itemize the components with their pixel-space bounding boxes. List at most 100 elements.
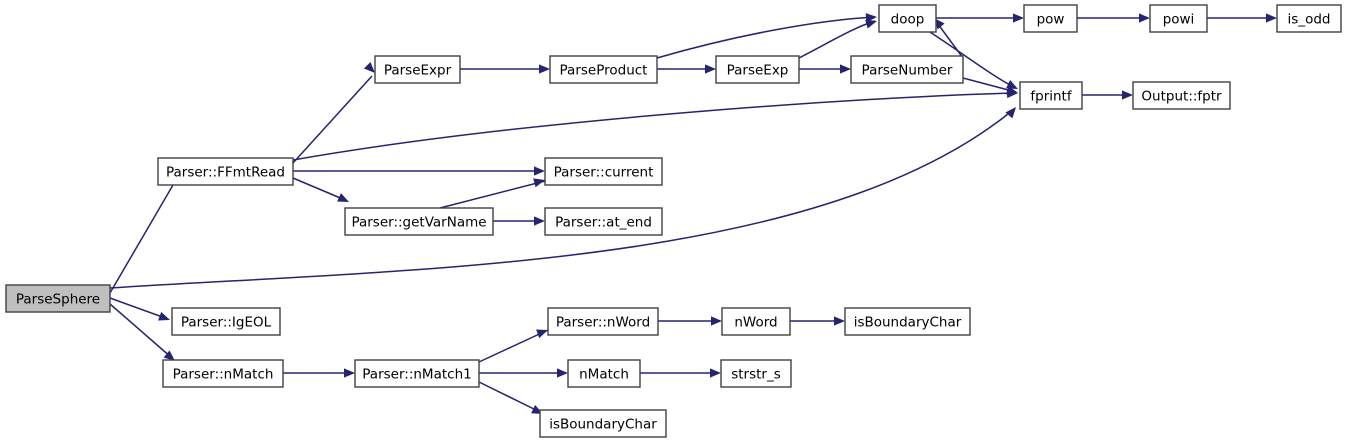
call-edge <box>790 316 845 326</box>
graph-node-parser-nword[interactable]: Parser::nWord <box>547 307 659 336</box>
edge-arrowhead <box>534 166 545 176</box>
graph-node-parseexp[interactable]: ParseExp <box>715 55 800 84</box>
edge-arrowhead <box>539 64 550 74</box>
call-edge <box>109 303 175 361</box>
call-edge <box>936 13 1024 23</box>
edge-arrowhead <box>834 316 845 326</box>
node-box[interactable] <box>1019 81 1083 110</box>
edge-line <box>478 381 541 413</box>
graph-node-fprintf[interactable]: fprintf <box>1019 81 1083 110</box>
edge-line <box>109 303 173 359</box>
graph-node-nmatch[interactable]: nMatch <box>567 359 641 388</box>
node-box[interactable] <box>844 307 971 336</box>
graph-node-is-odd[interactable]: is_odd <box>1276 4 1342 33</box>
graph-node-parseexpr[interactable]: ParseExpr <box>374 55 461 84</box>
edge-line <box>798 20 876 59</box>
edge-line <box>478 329 549 363</box>
graph-node-parseproduct[interactable]: ParseProduct <box>549 55 658 84</box>
node-box[interactable] <box>721 307 791 336</box>
graph-node-nword[interactable]: nWord <box>721 307 791 336</box>
edge-arrowhead <box>840 64 851 74</box>
node-box[interactable] <box>539 409 667 438</box>
node-box[interactable] <box>549 55 658 84</box>
nodes-layer: ParseSphere Parser::FFmtReadParser::IgEOL… <box>5 4 1342 438</box>
node-box[interactable] <box>344 207 494 236</box>
graph-node-strstr-s[interactable]: strstr_s <box>720 359 792 388</box>
node-box[interactable] <box>157 157 294 186</box>
node-box[interactable] <box>374 55 461 84</box>
graph-node-parser-at-end[interactable]: Parser::at_end <box>544 207 663 236</box>
edge-arrowhead <box>705 64 716 74</box>
node-box[interactable] <box>1149 4 1208 33</box>
call-edge <box>1077 13 1150 23</box>
edge-arrowhead <box>710 368 721 378</box>
call-edge <box>109 107 1016 289</box>
node-box[interactable] <box>567 359 641 388</box>
edge-line <box>962 77 1017 93</box>
node-box[interactable] <box>544 157 663 186</box>
node-box[interactable] <box>544 207 663 236</box>
call-edge <box>656 13 877 59</box>
node-box[interactable] <box>1132 81 1231 110</box>
graph-node-parser-current[interactable]: Parser::current <box>544 157 663 186</box>
edge-arrowhead <box>1122 90 1133 100</box>
edge-arrowhead <box>865 19 877 29</box>
edge-arrowhead <box>158 311 170 321</box>
edge-line <box>292 177 346 201</box>
graph-node-parser-ffmtread[interactable]: Parser::FFmtRead <box>157 157 294 186</box>
node-box[interactable] <box>354 359 480 388</box>
call-edge <box>929 31 1018 89</box>
graph-node-isboundarychar[interactable]: isBoundaryChar <box>844 307 971 336</box>
call-edge <box>1082 90 1133 100</box>
graph-node-doop[interactable]: doop <box>878 4 937 33</box>
edge-arrowhead <box>1139 13 1150 23</box>
call-edge <box>657 64 716 74</box>
call-edge <box>460 64 550 74</box>
graph-node-isboundarychar[interactable]: isBoundaryChar <box>539 409 667 438</box>
graph-node-parsesphere[interactable]: ParseSphere <box>5 284 111 313</box>
call-edge <box>1207 13 1277 23</box>
edge-line <box>292 92 1017 161</box>
edge-arrowhead <box>337 193 349 202</box>
edge-arrowhead <box>1006 80 1018 89</box>
node-box[interactable] <box>850 55 964 84</box>
node-box[interactable] <box>5 284 111 313</box>
graph-node-parser-nmatch[interactable]: Parser::nMatch <box>162 359 284 388</box>
node-box[interactable] <box>162 359 284 388</box>
edge-arrowhead <box>536 329 548 339</box>
call-edge <box>640 368 721 378</box>
node-box[interactable] <box>1276 4 1342 33</box>
call-edge <box>493 216 545 226</box>
edge-line <box>109 172 181 294</box>
graph-node-parser-getvarname[interactable]: Parser::getVarName <box>344 207 494 236</box>
edge-arrowhead <box>163 350 175 361</box>
graph-node-pow[interactable]: pow <box>1023 4 1078 33</box>
node-box[interactable] <box>720 359 792 388</box>
graph-node-output-fptr[interactable]: Output::fptr <box>1132 81 1231 110</box>
edge-line <box>439 180 546 209</box>
call-edge <box>479 368 568 378</box>
edge-line <box>109 297 169 320</box>
node-box[interactable] <box>715 55 800 84</box>
edge-arrowhead <box>1266 13 1277 23</box>
graph-node-powi[interactable]: powi <box>1149 4 1208 33</box>
edge-arrowhead <box>1013 13 1024 23</box>
call-edge <box>658 316 722 326</box>
edge-arrowhead <box>557 368 568 378</box>
graph-node-parser-igeol[interactable]: Parser::IgEOL <box>171 307 281 336</box>
edge-arrowhead <box>1005 107 1016 119</box>
node-box[interactable] <box>547 307 659 336</box>
edge-line <box>109 109 1014 289</box>
call-edge <box>109 297 170 321</box>
graph-node-parsenumber[interactable]: ParseNumber <box>850 55 964 84</box>
node-box[interactable] <box>171 307 281 336</box>
call-edge <box>293 166 545 176</box>
call-edge <box>283 368 355 378</box>
node-box[interactable] <box>1023 4 1078 33</box>
edge-arrowhead <box>344 368 355 378</box>
call-edge <box>292 177 349 202</box>
graph-node-parser-nmatch1[interactable]: Parser::nMatch1 <box>354 359 480 388</box>
edges-layer <box>109 13 1277 414</box>
node-box[interactable] <box>878 4 937 33</box>
